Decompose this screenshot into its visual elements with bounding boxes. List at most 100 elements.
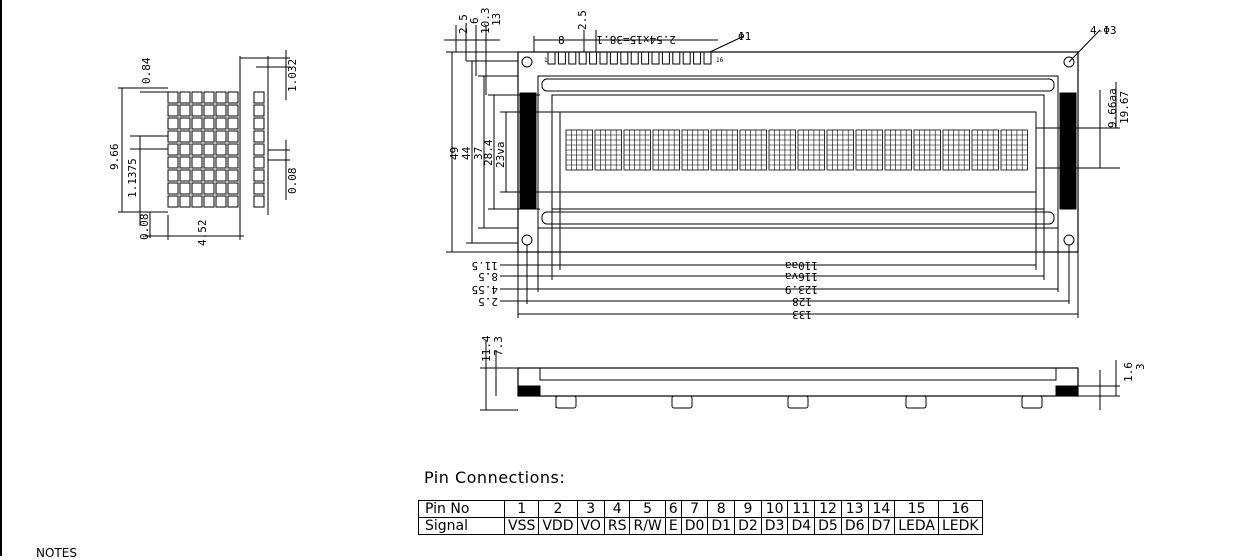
pin-signal-cell: D7 — [867, 517, 896, 535]
pin-number-cell: 12 — [814, 500, 842, 518]
dim-label: 4.55 — [472, 283, 499, 296]
dot-cell — [191, 182, 203, 195]
pin-pad — [703, 51, 712, 65]
pin-number-cell: 13 — [840, 500, 869, 518]
char-block — [710, 129, 738, 171]
dim-label: 0.84 — [140, 57, 153, 84]
pin-number-cell: 10 — [760, 500, 789, 518]
dot-cell — [203, 169, 215, 182]
dot-cell — [253, 104, 265, 117]
pin-pad — [641, 51, 650, 65]
dim-label: 2.54x15=38.1 — [597, 33, 676, 46]
character-detail — [167, 91, 265, 208]
dot-cell — [203, 117, 215, 130]
dot-cell — [179, 130, 191, 143]
dim-label: 37 — [472, 147, 485, 160]
char-block — [768, 129, 796, 171]
dot-cell — [227, 104, 239, 117]
pin-connections-title: Pin Connections: — [424, 468, 566, 487]
pin-signal-cell: D5 — [814, 517, 842, 535]
dim-label: 7.3 — [492, 336, 505, 356]
dim-label: 2.5 — [478, 295, 498, 308]
dot-cell — [179, 117, 191, 130]
dot-cell — [179, 195, 191, 208]
notes-label: NOTES — [36, 546, 77, 560]
pin-number-cell: 3 — [576, 500, 605, 518]
pin-number-cell: 6 — [664, 500, 682, 518]
pin-signal-cell: D1 — [707, 517, 736, 535]
pin-pad — [599, 51, 608, 65]
pin-pad — [578, 51, 587, 65]
pin-number-cell: 2 — [538, 500, 578, 518]
dot-cell — [227, 91, 239, 104]
dot-cell — [203, 104, 215, 117]
char-block — [565, 129, 593, 171]
dim-label: 1.032 — [286, 59, 299, 92]
pin-signal-cell: VO — [576, 517, 605, 535]
dim-label: 9.66aa — [1106, 88, 1119, 128]
dot-cell — [203, 130, 215, 143]
dim-label: 133 — [792, 308, 812, 321]
pin-pad — [672, 51, 681, 65]
dot-cell — [253, 195, 265, 208]
dot-cell — [203, 195, 215, 208]
pin-number-cell: 15 — [894, 500, 939, 518]
dot-cell — [191, 91, 203, 104]
dim-label: 44 — [460, 146, 473, 160]
dot-cell — [227, 195, 239, 208]
dot-cell — [227, 117, 239, 130]
pin-pad — [609, 51, 618, 65]
dot-cell — [167, 156, 179, 169]
dot-cell — [253, 130, 265, 143]
pin-pad — [589, 51, 598, 65]
dot-cell — [191, 104, 203, 117]
dot-cell — [167, 182, 179, 195]
dim-label: 0.08 — [138, 214, 151, 241]
dot-cell — [215, 195, 227, 208]
pin-signal-cell: R/W — [629, 517, 666, 535]
dot-cell — [215, 117, 227, 130]
row-label: Pin No — [418, 500, 505, 518]
dot-cell — [215, 143, 227, 156]
char-block — [797, 129, 825, 171]
dim-label: 9.66 — [108, 144, 121, 171]
dot-cell — [215, 91, 227, 104]
pin-signal-cell: D0 — [680, 517, 709, 535]
dot-cell — [253, 91, 265, 104]
char-block — [855, 129, 883, 171]
pin-number-cell: 7 — [680, 500, 709, 518]
pin-signal-cell: D2 — [734, 517, 762, 535]
pin-signal-cell: D4 — [787, 517, 816, 535]
pin-signal-cell: E — [664, 517, 682, 535]
dot-cell — [191, 130, 203, 143]
dot-cell — [227, 130, 239, 143]
dot-cell — [167, 195, 179, 208]
dot-cell — [191, 195, 203, 208]
pin-pad — [661, 51, 670, 65]
dot-cell — [215, 182, 227, 195]
char-block — [681, 129, 709, 171]
dot-cell — [227, 143, 239, 156]
char-block — [942, 129, 970, 171]
pin-signal-cell: D6 — [840, 517, 869, 535]
dot-cell — [203, 156, 215, 169]
char-block — [739, 129, 767, 171]
dim-label: 110aa — [785, 259, 818, 272]
dim-label: 1.1375 — [126, 158, 139, 198]
dim-label: 6 — [468, 17, 481, 24]
dim-label: 8 — [558, 34, 565, 47]
row-label: Signal — [418, 517, 505, 535]
dim-label: 4-Φ3 — [1090, 24, 1117, 37]
dot-cell — [191, 143, 203, 156]
dot-cell — [167, 130, 179, 143]
pin-signal-cell: D3 — [760, 517, 789, 535]
dot-cell — [179, 91, 191, 104]
dot-cell — [215, 156, 227, 169]
dot-cell — [227, 169, 239, 182]
dim-label: 11.5 — [472, 259, 499, 272]
dim-label: 2.5 — [576, 10, 589, 30]
dot-cell — [167, 117, 179, 130]
dot-cell — [203, 143, 215, 156]
dot-cell — [191, 169, 203, 182]
